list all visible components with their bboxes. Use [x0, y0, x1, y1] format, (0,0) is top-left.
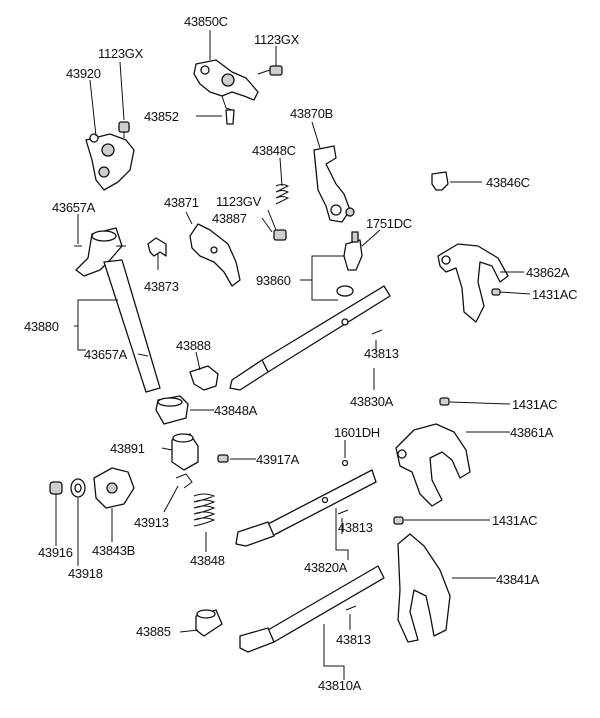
label-43891: 43891 — [110, 441, 145, 456]
label-43843b: 43843B — [92, 543, 135, 558]
label-43870b: 43870B — [290, 106, 333, 121]
part-43813-pin-c — [345, 605, 357, 611]
part-1123gx-bolt-top — [257, 65, 283, 76]
part-43848a-bush — [155, 395, 189, 425]
part-43885-bush — [195, 609, 223, 637]
part-43918-washer — [70, 478, 86, 498]
part-43810a-rail — [239, 565, 385, 653]
part-43862a-fork — [437, 243, 509, 323]
label-43885: 43885 — [136, 624, 171, 639]
label-1751dc: 1751DC — [366, 216, 412, 231]
part-43813-pin-a — [371, 329, 383, 335]
label-43848a: 43848A — [214, 403, 258, 418]
label-43920: 43920 — [66, 66, 101, 81]
label-43813-c: 43813 — [336, 632, 371, 647]
part-43888-detent — [189, 365, 219, 391]
callout-labels: 43850C 1123GX 1123GX 43920 43852 43870B … — [24, 14, 577, 693]
label-43871: 43871 — [164, 195, 199, 210]
part-1431ac-pin-a — [491, 288, 501, 296]
part-43830a-rail — [229, 285, 391, 391]
label-43873: 43873 — [144, 279, 179, 294]
part-1123gx-bolt-left — [118, 121, 130, 138]
label-43848c: 43848C — [252, 143, 296, 158]
label-43850c: 43850C — [184, 14, 228, 29]
part-43870b-lever — [313, 145, 355, 223]
label-43813-a: 43813 — [364, 346, 399, 361]
part-43916-bolt — [49, 481, 63, 500]
label-1123gx-left: 1123GX — [98, 46, 144, 61]
part-43820a-rail — [235, 469, 377, 547]
label-43820a: 43820A — [304, 560, 348, 575]
part-43848c-spring — [275, 184, 290, 205]
leader-lines — [55, 30, 531, 680]
part-43846c-plug — [431, 171, 449, 191]
part-1431ac-pin-c — [393, 516, 404, 525]
part-43848-spring — [193, 493, 216, 527]
part-43871-bracket — [189, 223, 241, 287]
part-1431ac-pin-b — [439, 397, 450, 406]
label-1601dh: 1601DH — [334, 425, 380, 440]
part-1601dh-ball — [341, 459, 349, 467]
label-43846c: 43846C — [486, 175, 530, 190]
label-43888: 43888 — [176, 338, 211, 353]
label-43657a-top: 43657A — [52, 200, 96, 215]
label-93860: 93860 — [256, 273, 291, 288]
label-43810a: 43810A — [318, 678, 362, 693]
label-43848: 43848 — [190, 553, 225, 568]
label-1123gv: 1123GV — [216, 194, 262, 209]
label-43852: 43852 — [144, 109, 179, 124]
label-43813-b: 43813 — [338, 520, 373, 535]
part-43861a-fork — [395, 423, 471, 507]
label-43657a-mid: 43657A — [84, 347, 128, 362]
label-43916: 43916 — [38, 545, 73, 560]
part-93860-switch — [336, 231, 363, 297]
label-43913: 43913 — [134, 515, 169, 530]
label-43918: 43918 — [68, 566, 103, 581]
part-43891-block — [171, 433, 199, 471]
label-43917a: 43917A — [256, 452, 300, 467]
label-43862a: 43862A — [526, 265, 570, 280]
part-43843b-bracket — [93, 467, 135, 509]
part-43917a-screw — [217, 454, 229, 463]
part-43887-bolt — [273, 229, 287, 241]
part-43841a-fork — [397, 533, 451, 643]
label-43830a: 43830A — [350, 394, 394, 409]
part-43920-bracket — [85, 133, 135, 191]
part-43850c-bracket — [193, 59, 259, 125]
label-43841a: 43841A — [496, 572, 540, 587]
part-43813-pin-b — [337, 509, 349, 515]
label-1431ac-a: 1431AC — [532, 287, 577, 302]
label-43880: 43880 — [24, 319, 59, 334]
part-43873-clip — [147, 237, 167, 257]
part-43913-spring-clip — [175, 473, 193, 489]
label-1431ac-c: 1431AC — [492, 513, 537, 528]
part-43880-shaft — [75, 227, 161, 393]
label-43887: 43887 — [212, 211, 247, 226]
label-1431ac-b: 1431AC — [512, 397, 557, 412]
label-43861a: 43861A — [510, 425, 554, 440]
label-1123gx-top: 1123GX — [254, 32, 300, 47]
